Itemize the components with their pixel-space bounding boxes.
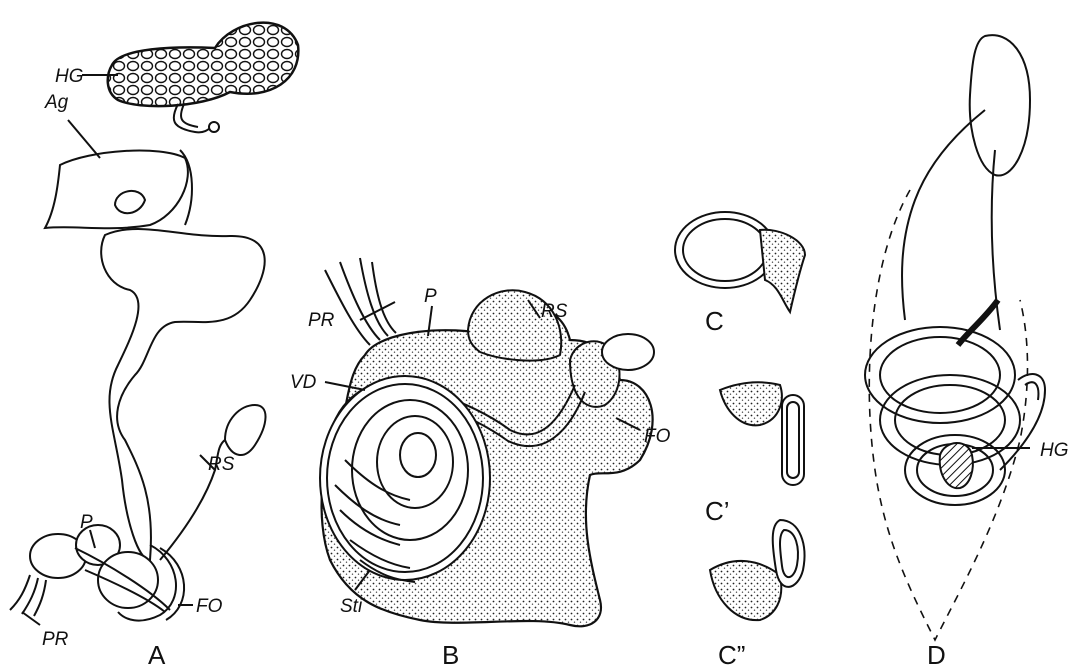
label-b-p: P [424, 286, 437, 307]
panel-letter-d: D [927, 640, 946, 667]
hermaphrodite-gland-d [940, 443, 973, 488]
head-d [970, 35, 1030, 175]
albumen-gland [45, 151, 188, 229]
panel-letter-a: A [148, 640, 166, 667]
panel-letter-b: B [442, 640, 459, 667]
label-a-pr: PR [42, 629, 69, 650]
label-a-hg: HG [55, 66, 84, 87]
label-b-vd: VD [290, 372, 317, 393]
panel-letter-c1: C’ [705, 496, 730, 526]
panel-letter-c2: C” [718, 640, 745, 667]
label-a-p: P [80, 512, 93, 533]
panel-letter-c: C [705, 306, 724, 336]
panel-c-drawing [675, 212, 805, 312]
label-b-fo: FO [644, 426, 671, 447]
receptaculum-seminis-a [225, 405, 266, 455]
label-a-ag: Ag [44, 92, 69, 113]
spermoviduct [101, 229, 265, 560]
label-b-pr: PR [308, 310, 335, 331]
panel-c2-drawing [710, 520, 804, 620]
label-a-rs: RS [208, 454, 235, 475]
label-b-sti: Sti [340, 596, 363, 617]
label-a-fo: FO [196, 596, 223, 617]
stimulator-b [320, 376, 490, 580]
panel-d-drawing [865, 35, 1045, 640]
panel-c1-drawing [720, 382, 804, 485]
retractor-a [10, 575, 46, 616]
label-b-rs: RS [541, 301, 568, 322]
label-d-hg: HG [1040, 440, 1069, 461]
panel-b-drawing [320, 258, 654, 626]
hermaphrodite-gland-a [108, 23, 299, 106]
